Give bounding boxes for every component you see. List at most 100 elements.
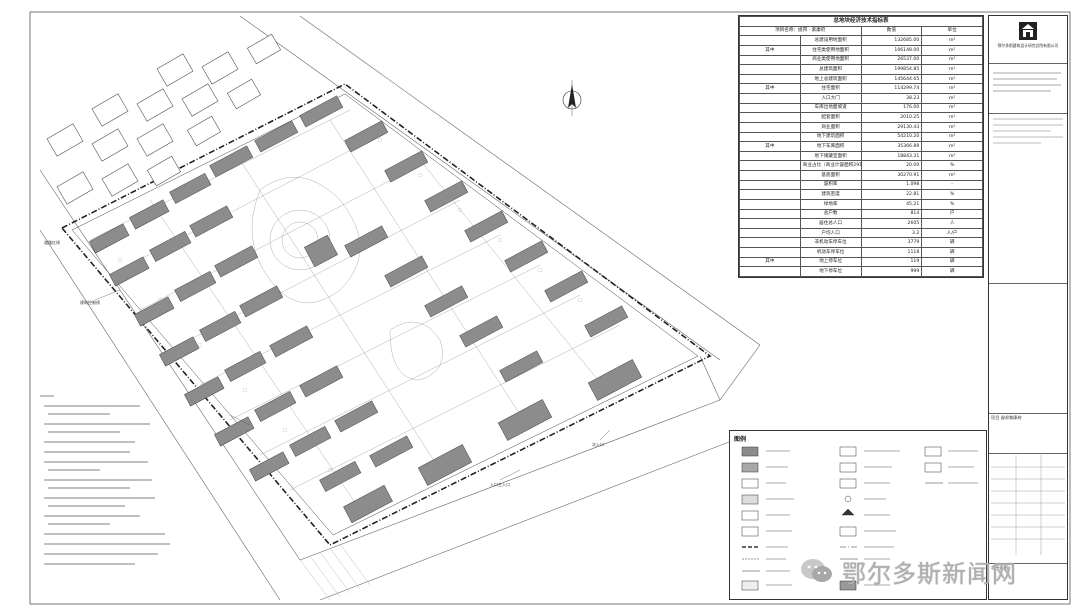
row-unit: %	[921, 189, 983, 200]
row-value: 22.81	[860, 189, 923, 200]
english-text-lines	[993, 72, 1061, 92]
main-entrance-label: 入口主入口	[490, 482, 510, 487]
row-group	[739, 218, 801, 229]
row-group: 其中	[739, 141, 801, 152]
row-unit: m²	[921, 64, 983, 75]
row-value: 999	[860, 266, 923, 277]
secondary-entrance-label: 次入口	[592, 442, 604, 447]
row-group	[739, 131, 801, 143]
row-label: 绿地率	[799, 198, 862, 210]
design-notes	[40, 392, 175, 581]
row-value: 1.098	[860, 179, 923, 191]
row-unit: m²	[921, 102, 983, 114]
row-value: 30270.91	[860, 170, 923, 181]
drawing-name: 总平面图	[991, 565, 1008, 570]
row-label: 机动车停车位	[799, 247, 862, 258]
row-label: 地上停车位	[799, 256, 862, 268]
row-value: 106148.00	[860, 44, 923, 56]
row-label: 非机动车停车位	[799, 237, 862, 248]
row-unit: m²	[921, 121, 983, 133]
row-group: 其中	[739, 44, 801, 56]
row-label: 住宅类使用地面积	[799, 44, 862, 56]
row-unit: 辆	[921, 247, 983, 258]
company-english-lines	[989, 64, 1067, 114]
row-label: 商业面积	[799, 121, 862, 133]
row-group	[739, 121, 801, 133]
title-block: 鄂尔多斯建筑设计研究总院有限公司 项目 缇邦紫康府 总平面图	[988, 15, 1068, 600]
row-label: 地上总建筑面积	[799, 73, 862, 85]
row-group	[739, 198, 801, 210]
drawing-name-cell: 总平面图	[989, 564, 1067, 599]
row-group	[739, 170, 801, 181]
row-unit: m²	[921, 131, 983, 143]
road-line-label: 道路红线	[44, 240, 60, 245]
row-value: 814	[860, 208, 923, 220]
row-unit: m²	[921, 141, 983, 152]
row-group: 其中	[739, 256, 801, 268]
row-label: 商业占比（商业计容面积29130.43）	[799, 160, 862, 171]
row-unit: 辆	[921, 256, 983, 268]
wechat-icon	[801, 559, 832, 582]
row-group	[739, 179, 801, 191]
company-block: 鄂尔多斯建筑设计研究总院有限公司	[989, 16, 1067, 64]
row-unit: 辆	[921, 266, 983, 277]
row-label: 地下车库面积	[799, 141, 862, 152]
row-value: 26537.00	[860, 54, 923, 66]
row-label: 总建设用地面积	[799, 35, 862, 46]
row-unit: -	[921, 179, 983, 191]
row-label: 商业类使用地面积	[799, 54, 862, 66]
row-value: 38.23	[860, 93, 923, 104]
row-group	[739, 102, 801, 114]
row-unit: m²	[921, 35, 983, 46]
row-group	[739, 150, 801, 162]
row-value: 45.21	[860, 198, 923, 210]
row-group	[739, 189, 801, 200]
row-unit: m²	[921, 112, 983, 123]
row-value: 3779	[860, 237, 923, 248]
row-group	[739, 112, 801, 123]
signatures-grid	[989, 454, 1067, 564]
row-value: 114299.74	[860, 83, 923, 94]
revision-area	[989, 284, 1067, 414]
legend-box: 图例	[729, 430, 987, 600]
row-unit: %	[921, 198, 983, 210]
row-unit: 户	[921, 208, 983, 220]
row-value: 54210.20	[860, 131, 923, 143]
row-group	[739, 35, 801, 46]
signature-grid-lines	[991, 455, 1065, 555]
row-value: 3.2	[860, 227, 923, 239]
row-label: 户均人口	[799, 227, 862, 239]
row-value: 199854.85	[860, 64, 923, 75]
row-group	[739, 54, 801, 66]
row-value: 119	[860, 256, 923, 268]
row-label: 总建筑面积	[799, 64, 862, 75]
residential-buildings	[89, 95, 643, 524]
row-label: 地下建筑面积	[799, 131, 862, 143]
row-unit: m²	[921, 73, 983, 85]
notice-text-lines	[993, 118, 1063, 144]
row-label: 容积率	[799, 179, 862, 191]
row-group	[739, 64, 801, 75]
row-value: 29130.43	[860, 121, 923, 133]
row-unit: m²	[921, 83, 983, 94]
row-label: 建筑密度	[799, 189, 862, 200]
row-value: 176.00	[860, 102, 923, 114]
legend-symbols	[741, 446, 978, 591]
header-unit: 单位	[921, 25, 983, 37]
row-group	[739, 237, 801, 248]
